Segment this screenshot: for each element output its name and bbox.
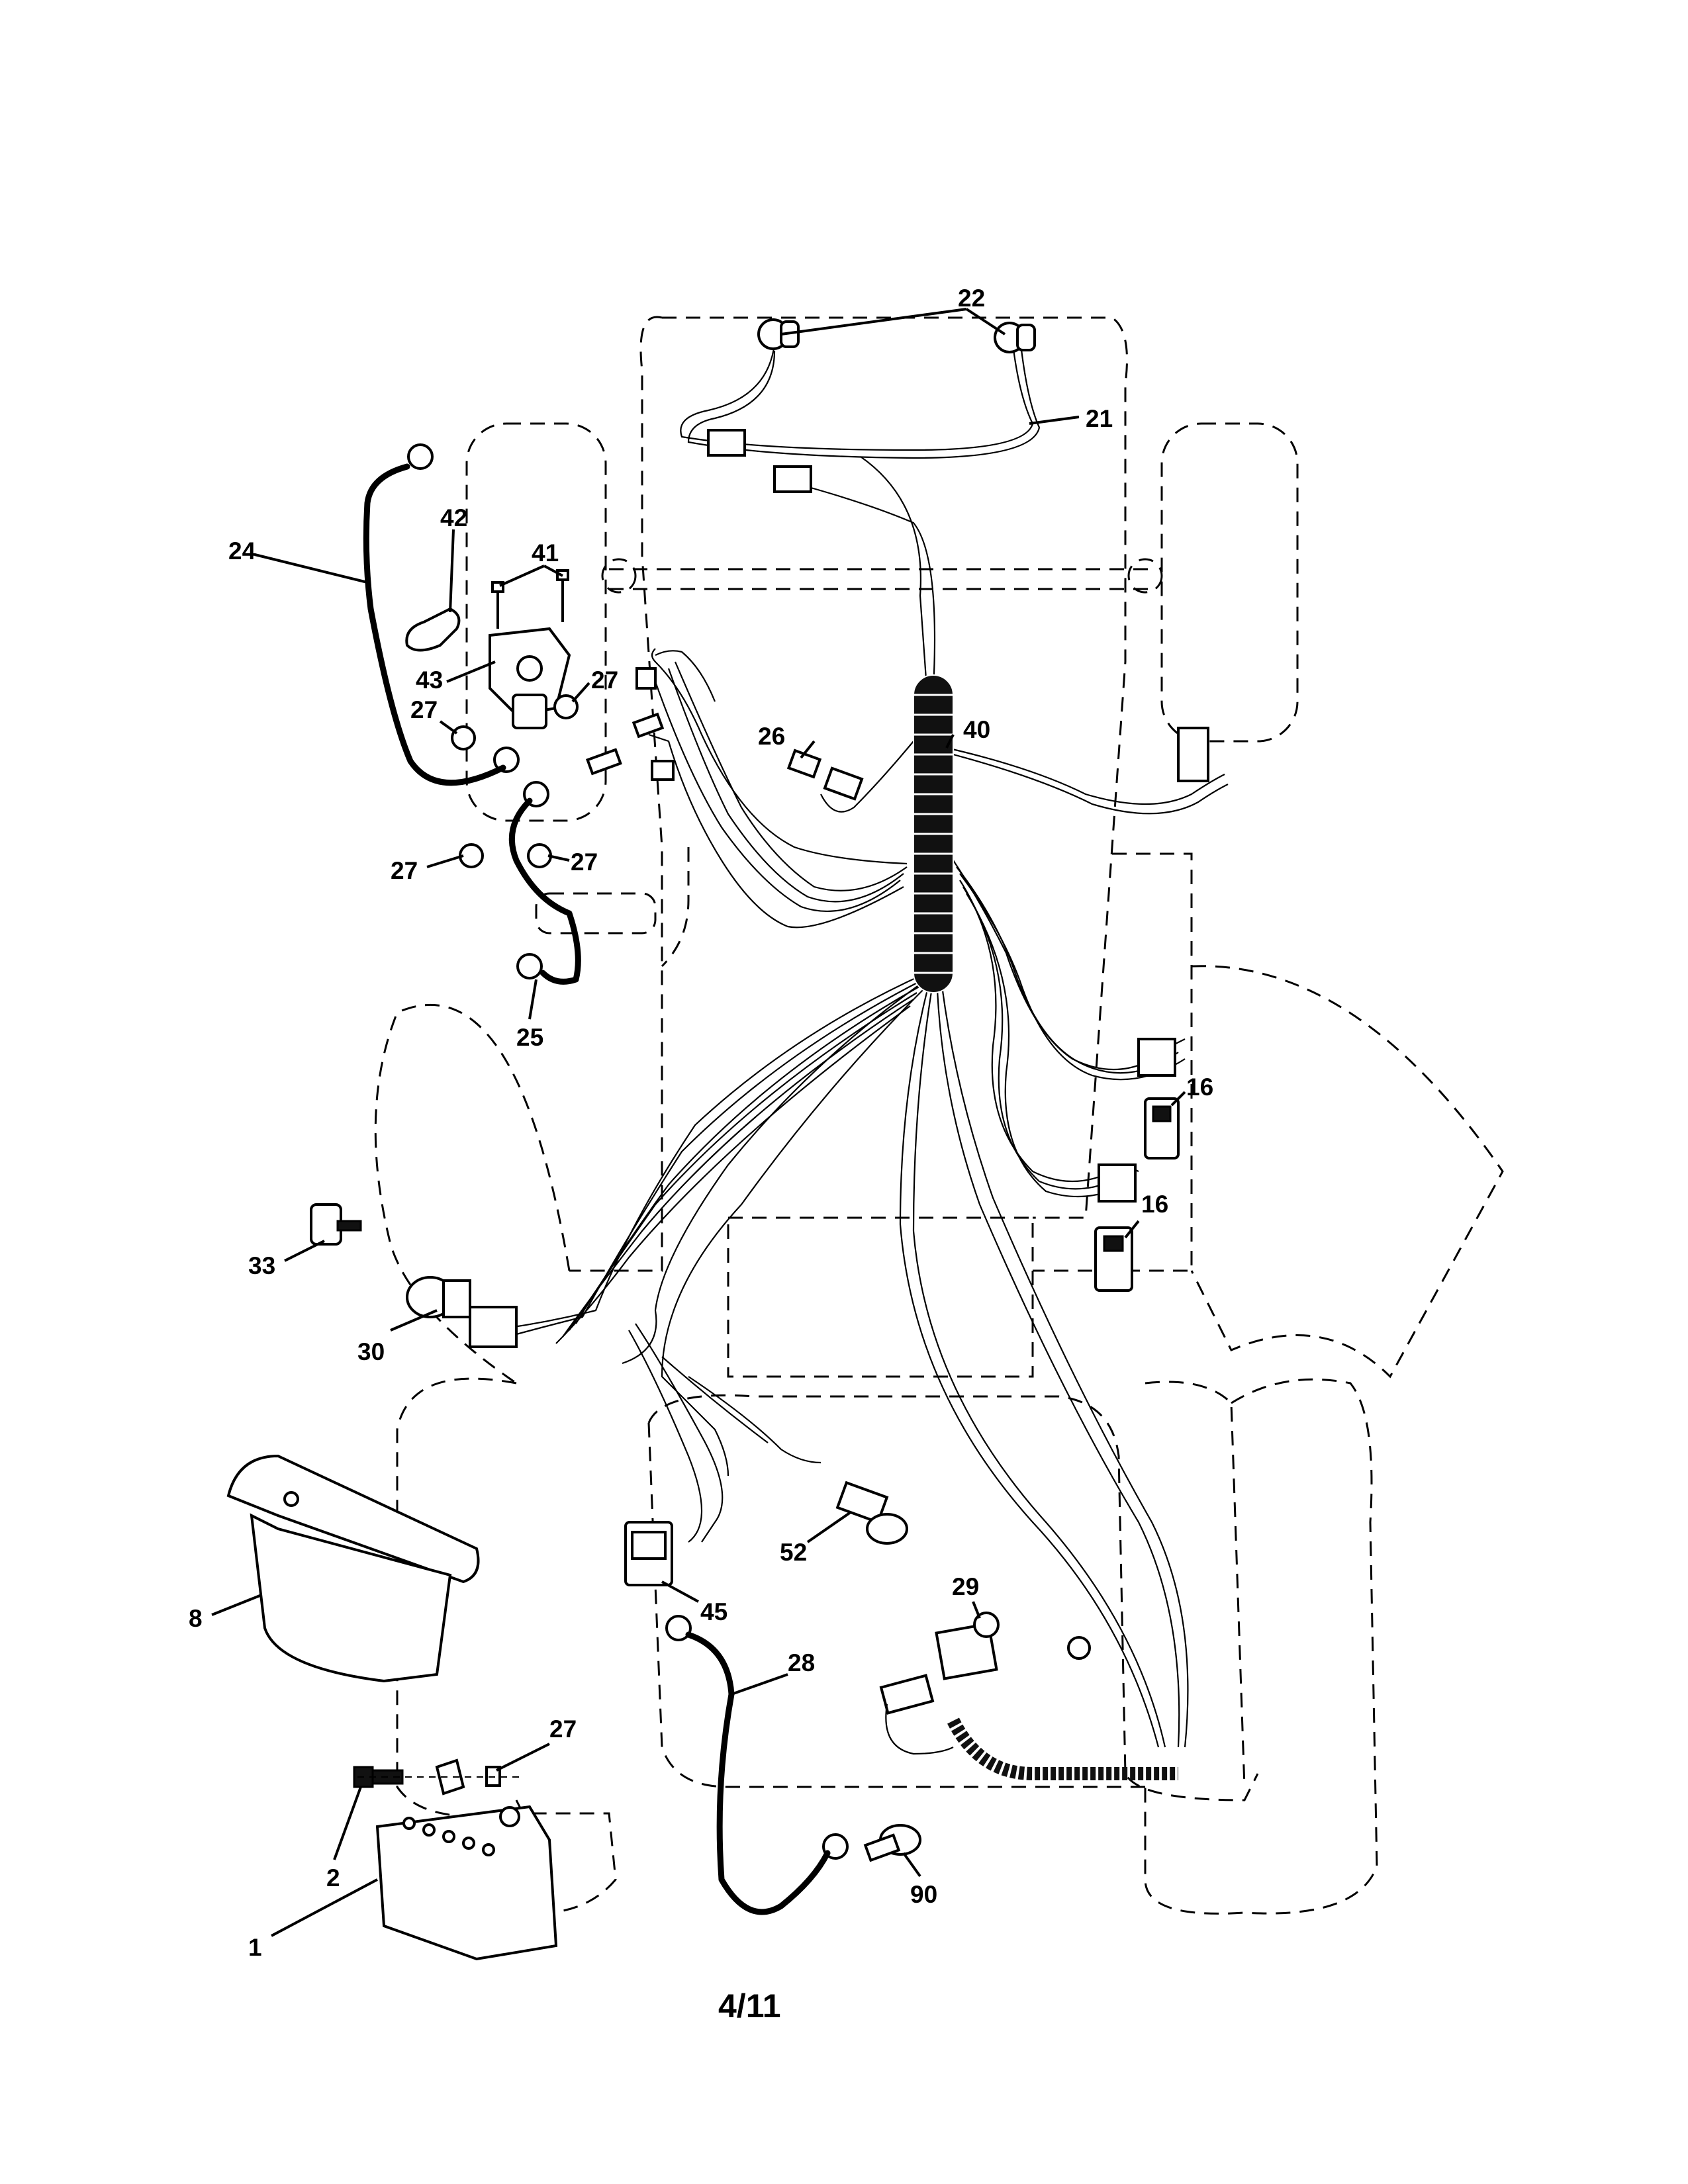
seat-connector <box>1177 727 1209 782</box>
coiled-cord <box>879 1674 1178 1780</box>
callout-25: 25 <box>516 1024 543 1051</box>
ignition-key <box>310 1203 362 1246</box>
callout-16-a: 16 <box>1186 1073 1213 1101</box>
solenoid-ground-cable <box>363 463 506 786</box>
callout-41: 41 <box>532 539 559 567</box>
callout-29: 29 <box>952 1573 979 1600</box>
headlight-connector-b <box>773 465 812 493</box>
headlight-harness <box>680 343 1041 689</box>
interlock-switch-upper <box>1144 1097 1180 1160</box>
callout-30: 30 <box>357 1338 385 1365</box>
harness-plug-upper <box>1137 1038 1176 1077</box>
hex-nuts <box>451 694 579 868</box>
callout-27-c: 27 <box>391 857 418 884</box>
terminal-boot-90 <box>863 1824 921 1862</box>
battery-negative-cable <box>685 1631 831 1915</box>
headlight-left <box>757 318 800 350</box>
battery-box <box>226 1454 480 1683</box>
callout-21: 21 <box>1086 405 1113 432</box>
ammeter <box>624 1521 673 1586</box>
solenoid-screws <box>491 569 569 629</box>
battery-terminal-clip <box>435 1758 465 1796</box>
pto-switch <box>935 1612 1000 1680</box>
harness-terminal-d <box>651 760 675 781</box>
callout-1: 1 <box>248 1934 262 1961</box>
callout-33: 33 <box>248 1252 275 1279</box>
callout-26: 26 <box>758 723 785 750</box>
callout-27-d: 27 <box>571 848 598 876</box>
cable-terminals <box>407 443 1091 1860</box>
callout-45: 45 <box>700 1598 727 1625</box>
callout-43: 43 <box>416 666 443 694</box>
fuse-holder <box>835 1480 908 1545</box>
callout-27-b: 27 <box>410 696 438 723</box>
callout-22: 22 <box>958 285 985 312</box>
battery <box>375 1805 558 1961</box>
battery-positive-cable <box>508 797 581 985</box>
headlight-right <box>994 322 1036 353</box>
ignition-switch <box>406 1276 518 1348</box>
callout-27-a: 27 <box>591 666 618 694</box>
harness-terminal-b <box>632 712 665 739</box>
harness-terminal-c <box>586 748 622 776</box>
callout-8: 8 <box>189 1605 203 1632</box>
callout-labels: 22 21 24 42 41 43 27 27 27 27 26 40 25 1… <box>189 285 1213 1961</box>
interlock-switch-lower <box>1094 1226 1133 1292</box>
harness-terminal-a <box>635 667 657 690</box>
terminal-boot <box>405 607 461 652</box>
callout-24: 24 <box>228 537 256 565</box>
callout-40: 40 <box>963 716 990 743</box>
leader-lines <box>211 308 1186 1937</box>
callout-16-b: 16 <box>1141 1191 1168 1218</box>
callout-42: 42 <box>440 504 467 531</box>
harness-connector-pair <box>786 749 864 801</box>
callout-27-e: 27 <box>549 1715 577 1743</box>
callout-52: 52 <box>780 1539 807 1566</box>
harness-plug-lower <box>1098 1163 1137 1203</box>
page-number: 4/11 <box>718 1987 781 2025</box>
callout-90: 90 <box>910 1881 937 1908</box>
callout-28: 28 <box>788 1649 815 1676</box>
headlight-connector-a <box>707 429 746 457</box>
starter-solenoid <box>489 627 571 729</box>
harness-conduit <box>913 674 954 993</box>
main-harness-wires <box>483 648 1229 1748</box>
callout-2: 2 <box>326 1864 340 1891</box>
